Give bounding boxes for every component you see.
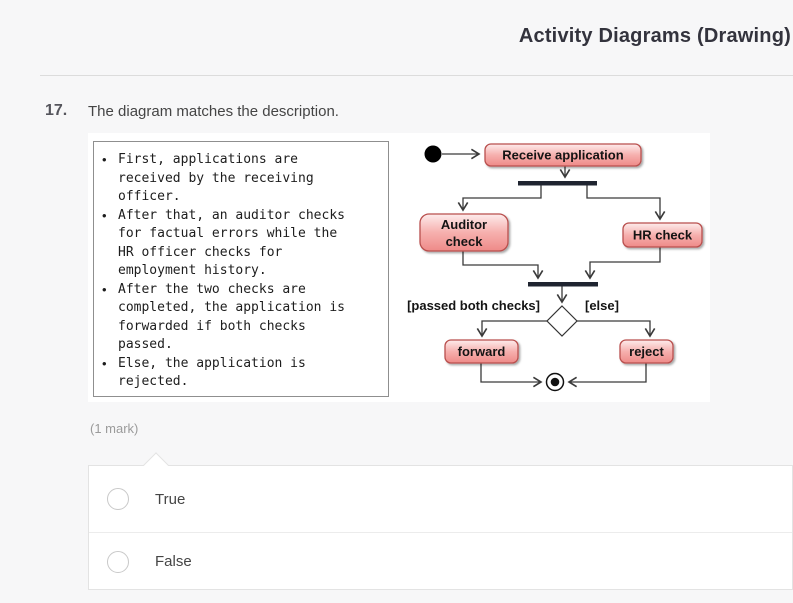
action-hr-check-label: HR check: [633, 228, 693, 243]
initial-node: [424, 145, 442, 163]
description-bullet: First, applications are received by the …: [102, 151, 388, 207]
question-number: 17.: [45, 102, 68, 119]
question-figure: First, applications are received by the …: [88, 133, 710, 402]
description-bullet: After the two checks are completed, the …: [102, 281, 388, 355]
join-bar: [528, 282, 598, 287]
answer-panel: True False: [88, 465, 793, 590]
action-forward-label: forward: [458, 344, 506, 359]
action-auditor-check-label-line2: check: [446, 234, 484, 249]
option-row-false[interactable]: False: [89, 532, 792, 590]
header-divider: [40, 75, 793, 76]
decision-diamond: [546, 305, 578, 337]
fork-bar: [518, 181, 597, 186]
action-auditor-check-label-line1: Auditor: [441, 217, 487, 232]
edge-reject-to-final: [567, 363, 647, 388]
edge-hr-to-join: [584, 247, 661, 280]
action-hr-check: [622, 222, 703, 248]
final-node-dot: [550, 377, 560, 387]
edge-fork-to-auditor: [457, 185, 542, 212]
action-forward: [444, 339, 519, 364]
description-bullet-list: First, applications are received by the …: [102, 151, 388, 392]
action-receive-application-label: Receive application: [502, 148, 623, 163]
activity-diagram: Receive application Auditor check HR che…: [407, 143, 703, 392]
guard-else: [else]: [585, 298, 619, 313]
marks-label: (1 mark): [90, 421, 139, 436]
radio-false[interactable]: [107, 550, 129, 573]
action-receive-application: [484, 143, 642, 167]
option-label-false[interactable]: False: [155, 553, 192, 570]
edge-forward-to-final: [480, 363, 543, 388]
question-text: The diagram matches the description.: [88, 103, 339, 120]
description-bullet: Else, the application is rejected.: [102, 355, 388, 392]
option-row-true[interactable]: True: [89, 466, 792, 532]
edge-decision-to-reject: [577, 320, 656, 338]
edge-decision-to-forward: [476, 320, 547, 338]
guard-passed-both-checks: [passed both checks]: [407, 298, 540, 313]
edge-fork-to-hr: [586, 185, 666, 221]
edge-auditor-to-join: [462, 251, 544, 280]
action-reject: [619, 339, 674, 364]
radio-true[interactable]: [107, 488, 129, 510]
page-title: Activity Diagrams (Drawing): [518, 25, 791, 47]
option-label-true[interactable]: True: [155, 490, 186, 508]
description-bullet: After that, an auditor checks for factua…: [102, 207, 388, 281]
description-box: First, applications are received by the …: [93, 141, 389, 397]
action-reject-label: reject: [629, 344, 664, 359]
action-auditor-check: [419, 213, 509, 252]
